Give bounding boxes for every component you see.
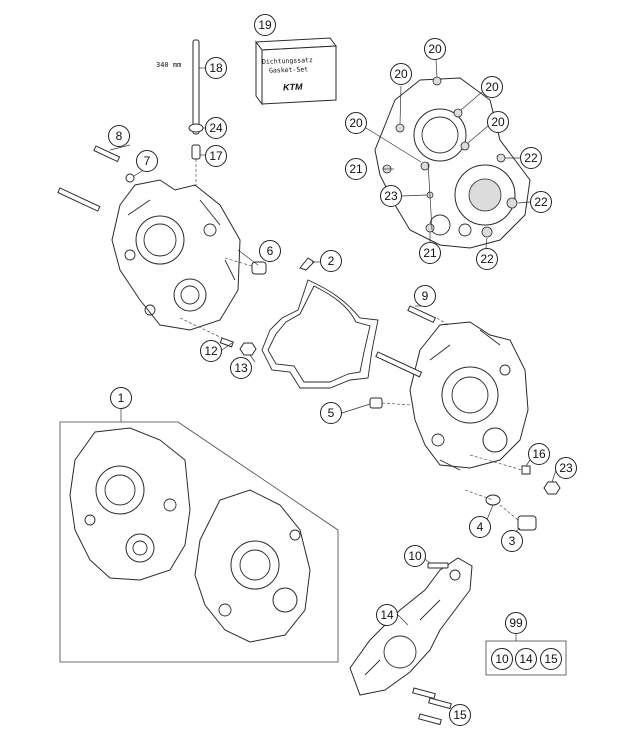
callout-6[interactable]: 6 <box>259 240 281 262</box>
bolt-part-15 <box>412 687 452 726</box>
callout-23-right[interactable]: 23 <box>555 457 577 479</box>
callout-5[interactable]: 5 <box>320 402 342 424</box>
callout-20-far-left[interactable]: 20 <box>345 112 367 134</box>
callout-8[interactable]: 8 <box>108 125 130 147</box>
assembly-frame-1 <box>59 408 339 663</box>
kit-box-99 <box>485 633 567 676</box>
kit-item-14[interactable]: 14 <box>515 648 537 670</box>
callout-7[interactable]: 7 <box>136 150 158 172</box>
callout-18[interactable]: 18 <box>205 57 227 79</box>
rod-part-18 <box>192 39 207 135</box>
callout-17[interactable]: 17 <box>205 145 227 167</box>
callout-22-upper[interactable]: 22 <box>520 147 542 169</box>
callout-9[interactable]: 9 <box>414 285 436 307</box>
callout-16[interactable]: 16 <box>528 443 550 465</box>
callout-13[interactable]: 13 <box>230 357 252 379</box>
callout-14[interactable]: 14 <box>376 604 398 626</box>
gasket-set-text-en: Gasket-Set <box>268 65 309 75</box>
callout-20-right[interactable]: 20 <box>481 76 503 98</box>
bushing-part-5 <box>369 397 413 409</box>
kit-item-15[interactable]: 15 <box>540 648 562 670</box>
callout-19[interactable]: 19 <box>254 14 276 36</box>
crankcase-half-left-upper <box>111 179 241 331</box>
crankcase-half-right-mid <box>409 321 529 471</box>
brand-logo: KTM <box>282 81 303 93</box>
callout-1[interactable]: 1 <box>110 387 132 409</box>
callout-22-right[interactable]: 22 <box>530 191 552 213</box>
callout-22-bottom[interactable]: 22 <box>476 248 498 270</box>
sprocket-cover-14 <box>349 557 473 696</box>
callout-4[interactable]: 4 <box>469 516 491 538</box>
plug-part-3 <box>499 504 537 531</box>
callout-23-left[interactable]: 23 <box>380 185 402 207</box>
nut-part-13 <box>239 342 257 356</box>
callout-24[interactable]: 24 <box>205 117 227 139</box>
callout-20-mid-right[interactable]: 20 <box>487 111 509 133</box>
crankcase-assembly-left <box>69 427 191 581</box>
bolt-part-9b <box>375 351 423 378</box>
gasket-outline <box>261 279 379 389</box>
leaders-right-top <box>365 59 531 249</box>
crankcase-assembly-right <box>194 489 311 643</box>
callout-20-left[interactable]: 20 <box>390 63 412 85</box>
callout-99[interactable]: 99 <box>505 612 527 634</box>
callout-21-left[interactable]: 21 <box>345 158 367 180</box>
callout-15[interactable]: 15 <box>449 704 471 726</box>
rod-length-label: 340 mm <box>156 61 182 69</box>
gasket-set-box-19 <box>255 37 337 106</box>
callout-10[interactable]: 10 <box>404 545 426 567</box>
callout-2[interactable]: 2 <box>320 250 342 272</box>
callout-12[interactable]: 12 <box>200 340 222 362</box>
crankcase-right-top <box>374 76 531 249</box>
clip-part-2 <box>299 257 320 271</box>
bushing-part-6 <box>224 257 267 275</box>
callout-3[interactable]: 3 <box>501 530 523 552</box>
bolt-part-9 <box>407 305 449 326</box>
washer-part-4 <box>464 489 501 506</box>
nipple-part-17 <box>191 144 207 205</box>
kit-item-10[interactable]: 10 <box>491 648 513 670</box>
nut-part-23 <box>543 481 561 495</box>
callout-20-top[interactable]: 20 <box>424 38 446 60</box>
callout-21-bottom[interactable]: 21 <box>419 242 441 264</box>
bolt-part-8 <box>93 145 121 163</box>
